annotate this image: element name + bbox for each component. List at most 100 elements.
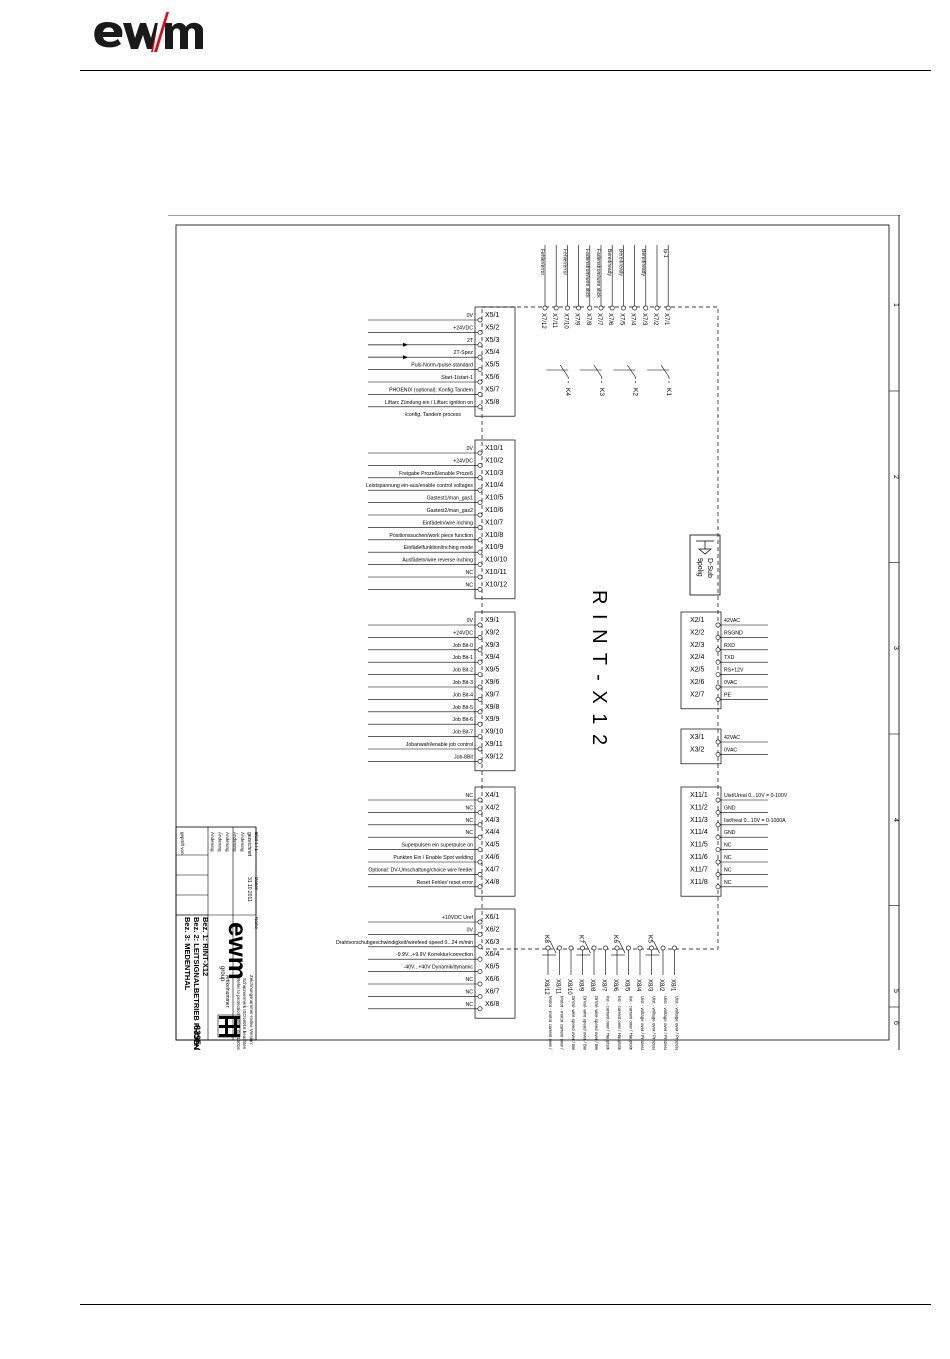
signal-label: -9.9V...+9.9V Korrektur/correction bbox=[396, 952, 473, 958]
terminal-screw-icon bbox=[477, 330, 483, 335]
terminal-id: X3/1 bbox=[690, 734, 705, 741]
terminal-col: X7/1Ip-1 bbox=[662, 245, 671, 326]
terminal-screw-icon bbox=[477, 696, 483, 702]
terminal-screw-icon bbox=[477, 450, 483, 456]
terminal-screw-icon bbox=[477, 969, 483, 974]
signal-label: Bereit/ready bbox=[606, 249, 612, 276]
signal-label: 0VAC bbox=[724, 680, 737, 686]
terminal-screw-icon bbox=[715, 834, 721, 840]
terminal-id: X2/1 bbox=[690, 617, 705, 624]
terminal-id: X11/6 bbox=[690, 854, 708, 861]
drawing-frame bbox=[175, 224, 890, 1041]
terminal-block-frame bbox=[474, 908, 516, 1019]
signal-label: Job Bit-3 bbox=[453, 680, 474, 686]
terminal-screw-icon bbox=[542, 305, 548, 311]
terminal-id: X10/6 bbox=[485, 507, 503, 514]
terminal-id: X8/3 bbox=[647, 979, 653, 992]
terminal-row: X10/2+24VDC bbox=[368, 457, 503, 468]
terminal-screw-icon bbox=[649, 945, 654, 951]
relay-contact bbox=[584, 940, 591, 954]
terminal-screw-icon bbox=[715, 752, 721, 757]
signal-label: NC bbox=[466, 793, 474, 799]
dsub-frame bbox=[689, 534, 721, 596]
signal-label: Iist/Ireal 0...10V = 0-1000A bbox=[724, 818, 786, 824]
qr-cell bbox=[231, 1034, 234, 1037]
terminal-screw-icon bbox=[557, 945, 562, 951]
signal-label: GND bbox=[724, 805, 736, 811]
terminal-screw-icon bbox=[477, 524, 483, 530]
signal-label: Uist/Ureal 0...10V = 0-100V bbox=[724, 793, 788, 799]
signal-label: Superpulsen ein superpulse on bbox=[401, 843, 473, 849]
terminal-screw-icon bbox=[580, 945, 585, 951]
terminal-block-frame bbox=[680, 728, 722, 765]
terminal-row: X9/2+24VDC bbox=[368, 629, 500, 640]
signal-label: Job Bit-2 bbox=[453, 668, 474, 674]
signal-label: 0V bbox=[467, 446, 474, 452]
signal-label: NC bbox=[466, 830, 474, 836]
dsub-subtitle: 9polig bbox=[696, 558, 703, 577]
relay-k4: K4 bbox=[546, 364, 571, 396]
title-bez2: Bez. 2: LEITSIGNALBETRIEB PHOENIX bbox=[192, 917, 201, 1050]
relay-label: K8 bbox=[543, 935, 550, 943]
terminal-id: X7/1 bbox=[663, 313, 669, 326]
terminal-id: X10/5 bbox=[485, 495, 503, 502]
terminal-id: X11/3 bbox=[690, 817, 708, 824]
terminal-block-frame bbox=[474, 439, 516, 600]
terminal-col: X7/9 bbox=[574, 245, 581, 326]
terminal-row: X4/4NC bbox=[368, 829, 500, 840]
terminal-screw-icon bbox=[568, 945, 574, 951]
terminal-col: X8/9DrVal- wire speed over / Berührung W… bbox=[578, 945, 588, 1050]
relay-k8: K8 bbox=[542, 935, 557, 956]
terminal-col: X7/4 bbox=[630, 245, 637, 326]
terminal-screw-icon bbox=[637, 945, 643, 951]
signal-label: TXD bbox=[724, 655, 735, 661]
signal-label: Einfädelfunktion/inching mode bbox=[404, 545, 473, 551]
terminal-screw-icon bbox=[715, 647, 721, 653]
terminal-block-x4: X4/1NCX4/2NCX4/3NCX4/4NCX4/5Superpulsen … bbox=[368, 786, 516, 897]
terminal-id: X9/3 bbox=[485, 642, 500, 649]
terminal-id: X8/7 bbox=[601, 979, 607, 992]
terminal-screw-icon bbox=[477, 622, 483, 628]
terminal-screw-icon bbox=[477, 391, 483, 397]
signal-label-extra: /config. Tandem process bbox=[405, 412, 462, 418]
terminal-id: X7/5 bbox=[618, 313, 624, 326]
terminal-id: X5/5 bbox=[485, 362, 500, 369]
terminal-id: X4/1 bbox=[485, 792, 500, 799]
column-marker: 2 bbox=[892, 475, 899, 479]
rint-module-box bbox=[481, 306, 719, 950]
terminal-row: X11/3 Iist/Ireal 0...10V = 0-1000A bbox=[690, 817, 786, 828]
terminal-screw-icon bbox=[477, 932, 483, 937]
terminal-id: X9/1 bbox=[485, 617, 500, 624]
relay-k3: K3 bbox=[579, 364, 605, 396]
header-rule bbox=[80, 70, 931, 71]
signal-label: Positionssuchen/work piece function bbox=[389, 533, 473, 539]
terminal-id: X7/6 bbox=[607, 313, 613, 326]
signal-label: GND bbox=[724, 830, 736, 836]
terminal-row: X6/3Drahtvorschubgeschwindigkeit/wirefee… bbox=[336, 939, 500, 950]
signal-label: Uist - voltage over / Prozess aktiv - pr… bbox=[652, 996, 657, 1050]
signal-label: Einfädeln/wire inching bbox=[423, 520, 474, 526]
terminal-id: X8/8 bbox=[589, 979, 595, 992]
terminal-col: X8/11Motor - motor current over / (GR0-H… bbox=[555, 945, 565, 1050]
